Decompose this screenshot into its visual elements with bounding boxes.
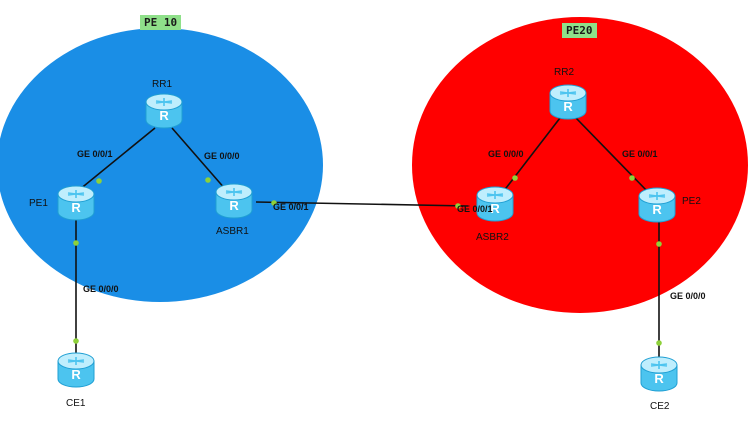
area-left-tag: PE 10 (140, 15, 182, 30)
port-dot (96, 178, 102, 184)
link-rr2-asbr2 (502, 117, 561, 193)
router-icon-ce2[interactable] (640, 356, 678, 392)
interface-label-pe1-ce1: GE 0/0/0 (83, 284, 119, 294)
interface-label-pe2-ce2: GE 0/0/0 (670, 291, 706, 301)
port-dot (205, 177, 211, 183)
port-dot (512, 175, 518, 181)
router-icon-ce1[interactable] (57, 352, 95, 388)
device-label-asbr1: ASBR1 (216, 226, 249, 237)
interface-label-rr2-pe2: GE 0/0/1 (622, 149, 658, 159)
router-icon-rr2[interactable] (549, 84, 587, 120)
link-rr1-asbr1 (171, 127, 227, 191)
device-label-ce2: CE2 (650, 401, 670, 412)
interface-label-rr1-pe1: GE 0/0/1 (77, 149, 113, 159)
device-label-rr2: RR2 (554, 67, 575, 78)
port-dot (656, 340, 662, 346)
router-icon-asbr1[interactable] (215, 183, 253, 219)
area-right-tag: PE20 (562, 23, 597, 38)
link-asbr1-asbr2 (255, 201, 469, 207)
link-rr2-pe2 (575, 117, 649, 193)
port-dot (455, 203, 461, 209)
router-icon-pe2[interactable] (638, 187, 676, 223)
router-icon-rr1[interactable] (145, 93, 183, 129)
device-label-rr1: RR1 (152, 79, 173, 90)
area-right-ellipse (412, 17, 748, 313)
interface-label-asbr1-out: GE 0/0/1 (273, 202, 309, 212)
link-rr1-pe1 (78, 127, 156, 191)
port-dot (73, 338, 79, 344)
interface-label-rr2-asbr2: GE 0/0/0 (488, 149, 524, 159)
port-dot (73, 240, 79, 246)
interface-label-asbr2-in: GE 0/0/1 (457, 204, 493, 214)
device-label-pe2: PE2 (682, 196, 701, 207)
interface-label-rr1-asbr1: GE 0/0/0 (204, 151, 240, 161)
port-dot (656, 241, 662, 247)
port-dot (271, 200, 277, 206)
device-label-pe1: PE1 (29, 198, 48, 209)
router-icon-pe1[interactable] (57, 185, 95, 221)
area-left-ellipse (0, 28, 323, 302)
device-label-asbr2: ASBR2 (476, 232, 509, 243)
device-label-ce1: CE1 (66, 398, 86, 409)
port-dot (629, 175, 635, 181)
